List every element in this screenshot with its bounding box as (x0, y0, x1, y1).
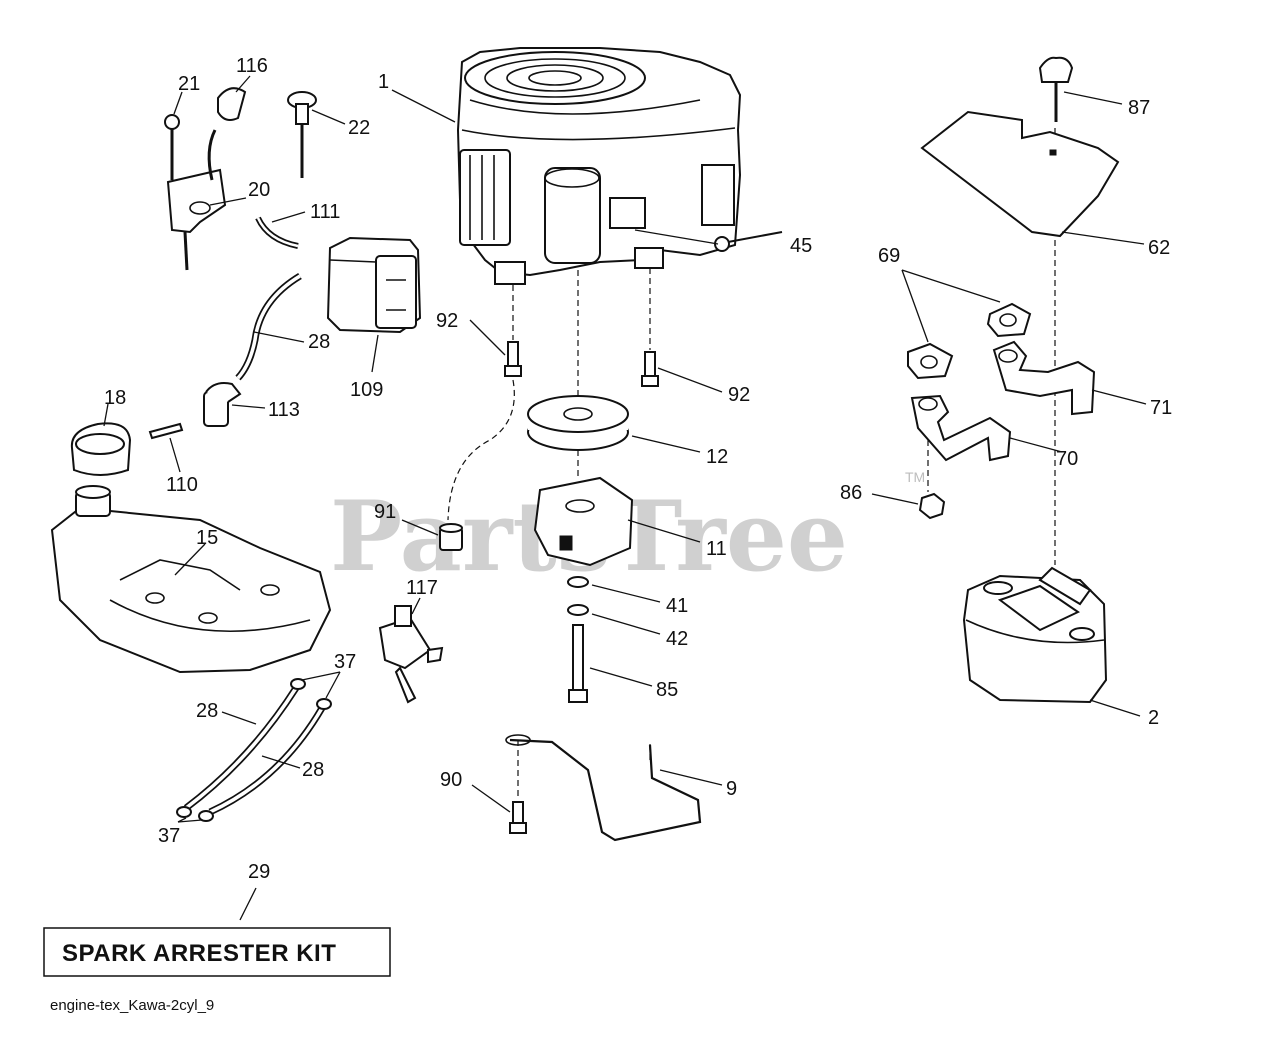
part-117-fuel-valve[interactable] (378, 597, 444, 704)
part-28-fuel-hose-lower-a[interactable] (183, 686, 299, 811)
part-2-muffler[interactable] (962, 566, 1141, 717)
callout-109: 109 (350, 379, 383, 401)
callout-90: 90 (440, 769, 462, 791)
part-86-nut[interactable] (871, 492, 946, 520)
part-62-heat-shield[interactable] (920, 110, 1145, 245)
callout-11: 11 (706, 538, 727, 560)
part-37-clamp-lower[interactable] (176, 806, 214, 823)
alignment-line-91 (447, 379, 515, 521)
part-87-knob[interactable] (1038, 56, 1123, 122)
part-69-gaskets[interactable] (901, 269, 1032, 380)
callout-71: 71 (1150, 397, 1172, 419)
callout-12: 12 (706, 446, 728, 468)
part-111-hose[interactable] (255, 211, 306, 249)
callout-9: 9 (726, 778, 737, 800)
part-37-clamp-upper[interactable] (290, 671, 341, 710)
spark-arrester-kit-label: SPARK ARRESTER KIT (62, 940, 336, 967)
part-110-connector[interactable] (148, 422, 184, 473)
callout-28-upper: 28 (308, 331, 330, 353)
spark-arrester-kit-box[interactable] (43, 927, 391, 977)
part-11-clutch[interactable] (533, 476, 701, 567)
callout-18: 18 (104, 387, 126, 409)
part-28-fuel-hose-upper[interactable] (235, 272, 305, 381)
part-12-pulley[interactable] (527, 395, 701, 453)
callout-21: 21 (178, 73, 200, 95)
drawing-code: engine-tex_Kawa-2cyl_9 (50, 997, 214, 1014)
part-85-bolt[interactable] (568, 624, 653, 703)
callout-1: 1 (378, 71, 389, 93)
part-91-spacer[interactable] (401, 519, 463, 551)
part-18-fuel-cap[interactable] (70, 403, 132, 476)
callout-91: 91 (374, 501, 396, 523)
callout-87: 87 (1128, 97, 1150, 119)
callout-41: 41 (666, 595, 688, 617)
part-9-bracket[interactable] (505, 734, 723, 842)
callout-62: 62 (1148, 237, 1170, 259)
callout-28-lower-b: 28 (302, 759, 324, 781)
callout-69: 69 (878, 245, 900, 267)
part-109-air-filter[interactable] (326, 236, 422, 373)
callout-92-right: 92 (728, 384, 750, 406)
callout-111: 111 (310, 201, 340, 223)
callout-85: 85 (656, 679, 678, 701)
part-42-washer[interactable] (567, 604, 661, 635)
part-20-throttle-control[interactable] (166, 129, 247, 271)
part-29-leader (239, 887, 257, 921)
callout-20: 20 (248, 179, 270, 201)
part-45-dipstick[interactable] (634, 229, 783, 252)
callout-2: 2 (1148, 707, 1159, 729)
callout-37-upper: 37 (334, 651, 356, 673)
callout-117: 117 (406, 577, 438, 599)
callout-37-lower: 37 (158, 825, 180, 847)
part-92-bolt-right[interactable] (641, 351, 723, 393)
callout-29: 29 (248, 861, 270, 883)
part-92-bolt-left[interactable] (469, 319, 522, 377)
callout-116: 116 (236, 55, 268, 77)
callout-92-left: 92 (436, 310, 458, 332)
part-21-screw[interactable] (164, 91, 183, 180)
callout-45: 45 (790, 235, 812, 257)
callout-28-lower-a: 28 (196, 700, 218, 722)
callout-42: 42 (666, 628, 688, 650)
part-41-washer[interactable] (567, 576, 661, 603)
part-28-fuel-hose-lower-b[interactable] (208, 706, 326, 816)
callout-110: 110 (166, 474, 198, 496)
part-90-bolt[interactable] (471, 784, 527, 834)
part-70-exhaust-pipe[interactable] (910, 394, 1063, 462)
part-22-choke[interactable] (287, 91, 346, 178)
callout-70: 70 (1056, 448, 1078, 470)
part-113-fuel-filter[interactable] (203, 382, 266, 427)
watermark-trademark: TM (905, 469, 925, 485)
callout-86: 86 (840, 482, 862, 504)
part-116-knob[interactable] (217, 75, 251, 121)
part-15-fuel-tank[interactable] (50, 485, 332, 674)
part-71-exhaust-pipe[interactable] (992, 340, 1147, 416)
callout-15: 15 (196, 527, 218, 549)
part-engine[interactable] (391, 47, 742, 285)
callout-22: 22 (348, 117, 370, 139)
callout-113: 113 (268, 399, 300, 421)
